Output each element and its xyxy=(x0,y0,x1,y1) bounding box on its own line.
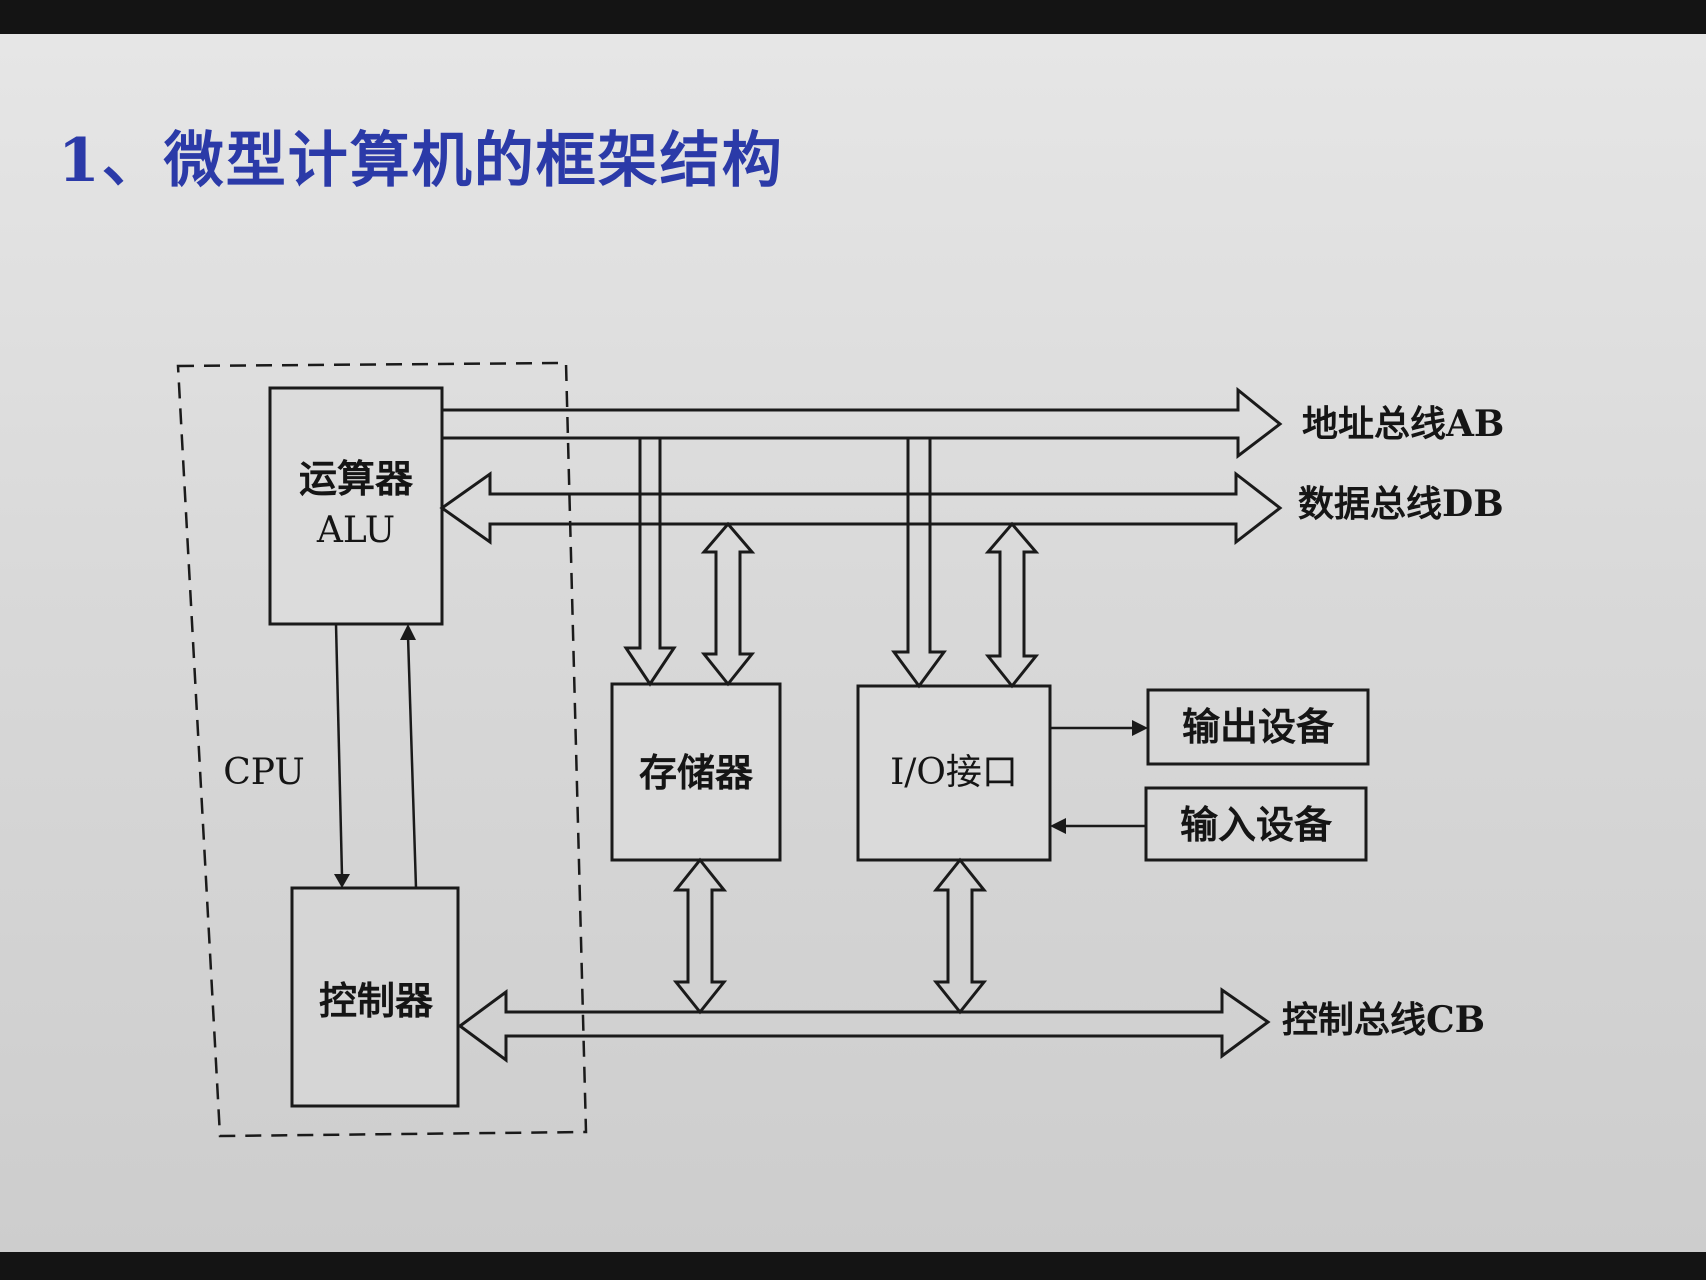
slide-screen xyxy=(0,34,1706,1252)
cpu-label: CPU xyxy=(223,752,304,793)
output-device-box xyxy=(1146,688,1370,766)
controller-to-alu-line xyxy=(406,635,418,889)
alu-to-controller-head xyxy=(334,874,350,888)
io-interface-label: I/O接口 xyxy=(890,752,1018,793)
io-to-output-head xyxy=(1132,720,1148,736)
input-device-box xyxy=(1144,786,1368,862)
alu-to-controller-line xyxy=(334,623,344,877)
control-bus-label: 控制总线CB xyxy=(1282,999,1485,1041)
data-bus-label: 数据总线DB xyxy=(1298,483,1504,525)
data-bus-arrow xyxy=(439,470,1283,546)
cpu-boundary xyxy=(176,361,588,1138)
output-device-label: 输出设备 xyxy=(1182,704,1335,749)
address-to-memory-arrow xyxy=(623,436,677,687)
address-bus-arrow xyxy=(442,386,1283,460)
alu-label-line1: 运算器 xyxy=(299,456,414,501)
controller-box xyxy=(290,886,460,1108)
data-memory-arrow xyxy=(700,521,756,687)
slide-title: 1、微型计算机的框架结构 xyxy=(58,126,784,196)
controller-label: 控制器 xyxy=(319,978,434,1023)
io-control-arrow xyxy=(932,857,988,1015)
address-to-io-arrow xyxy=(891,436,947,689)
alu-label-line2: ALU xyxy=(316,510,395,551)
input-device-label: 输入设备 xyxy=(1180,802,1333,847)
alu-box xyxy=(268,386,444,626)
memory-control-arrow xyxy=(672,857,728,1015)
address-bus-label: 地址总线AB xyxy=(1302,403,1504,445)
control-bus-arrow xyxy=(457,987,1271,1063)
memory-box xyxy=(610,682,782,862)
input-to-io-head xyxy=(1050,818,1066,834)
controller-to-alu-head xyxy=(400,624,416,640)
io-interface-box xyxy=(856,684,1052,862)
memory-label: 存储器 xyxy=(639,750,754,795)
data-io-arrow xyxy=(984,521,1040,689)
